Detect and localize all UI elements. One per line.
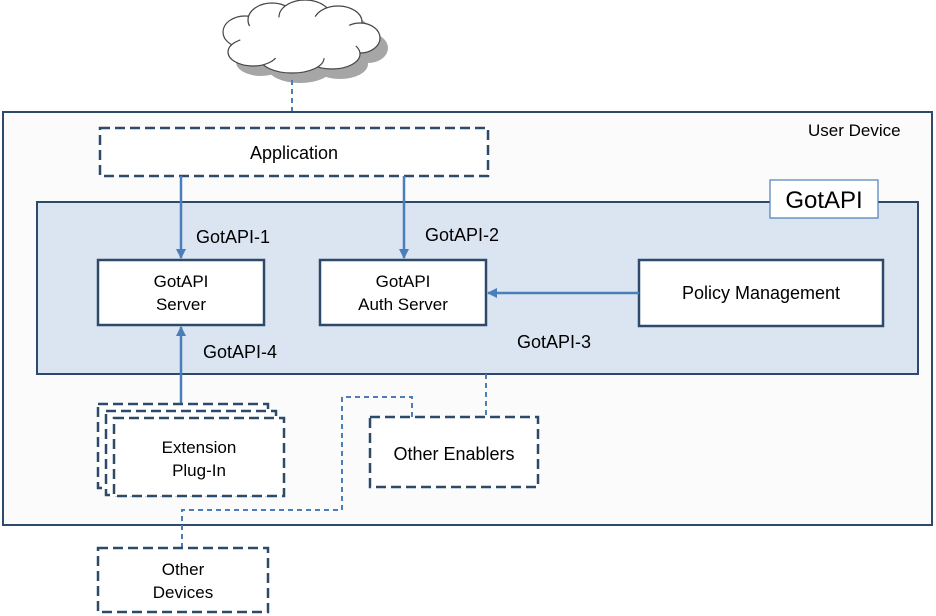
policy-management-label: Policy Management [682, 283, 840, 303]
gotapi-server-box [96, 258, 266, 327]
gotapi-server-label-line1: GotAPI [154, 272, 209, 291]
other-devices-label-line1: Other [162, 560, 205, 579]
gotapi-title: GotAPI [785, 187, 862, 214]
extension-plugin-label-line1: Extension [162, 438, 237, 457]
other-devices-box [96, 546, 270, 614]
other-devices-label-line2: Devices [153, 583, 213, 602]
extension-plugin-label-line2: Plug-In [172, 461, 226, 480]
other-enablers-label: Other Enablers [393, 444, 514, 464]
gotapi-4-label: GotAPI-4 [203, 342, 277, 362]
gotapi-1-label: GotAPI-1 [196, 227, 270, 247]
application-label: Application [250, 143, 338, 163]
gotapi-3-label: GotAPI-3 [517, 332, 591, 352]
auth-server-label-line1: GotAPI [376, 272, 431, 291]
cloud-icon [222, 0, 388, 83]
application-box [98, 126, 490, 178]
gotapi-title-box [769, 179, 879, 219]
gotapi-2-label: GotAPI-2 [425, 225, 499, 245]
other-enablers-box [368, 415, 540, 489]
user-device-label: User Device [808, 121, 901, 140]
auth-server-box [318, 258, 488, 327]
auth-server-label-line2: Auth Server [358, 295, 448, 314]
gotapi-server-label-line2: Server [156, 295, 206, 314]
extension-plugin-stack [96, 402, 286, 498]
other-devices-connector [181, 396, 413, 548]
